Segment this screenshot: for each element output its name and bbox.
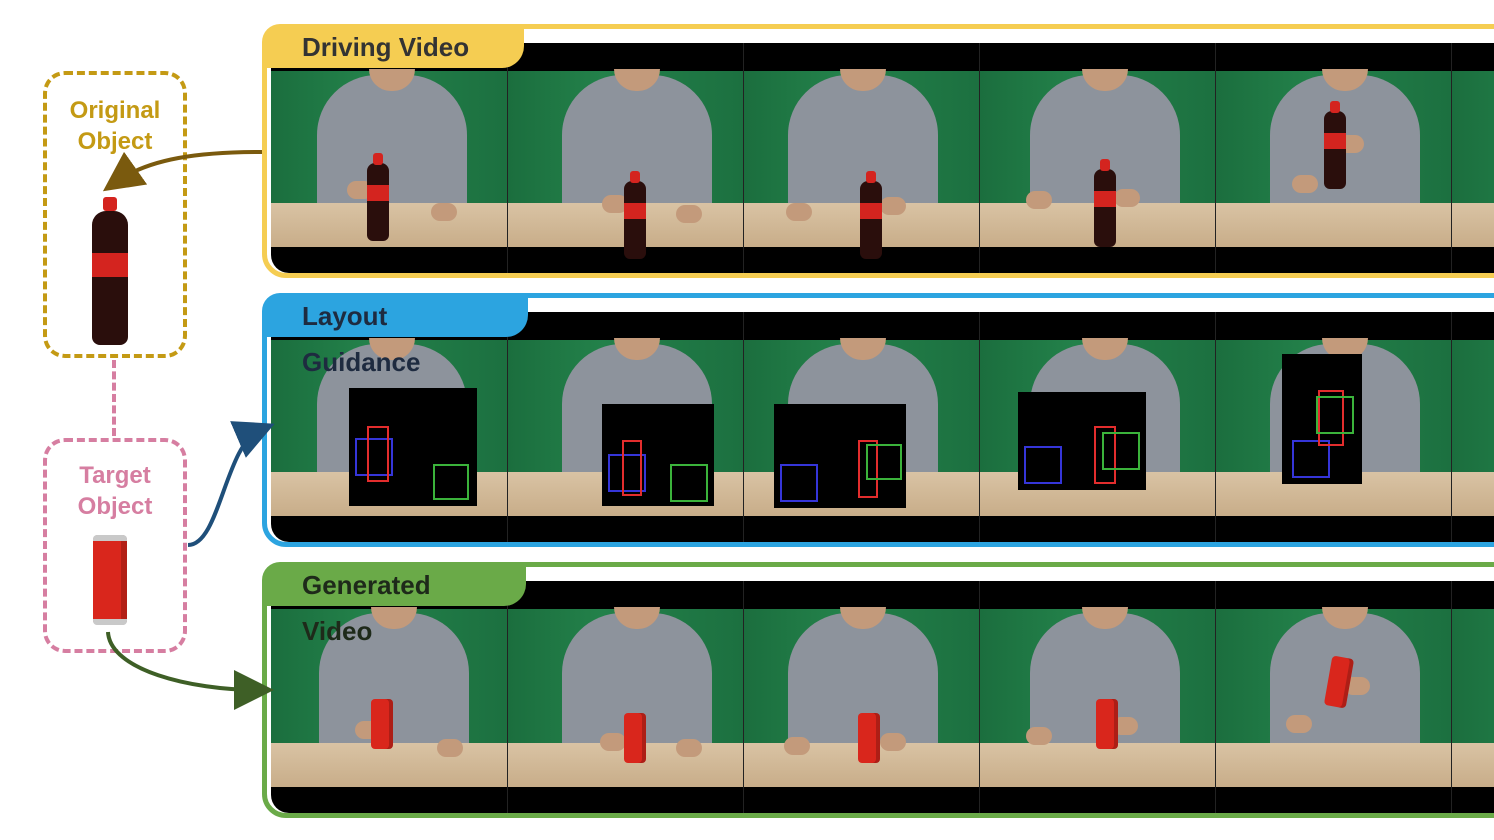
driving-frame-1 <box>271 43 507 273</box>
layout-guidance-panel: Layout Guidance <box>262 293 1494 547</box>
bbox-blue <box>608 454 646 492</box>
driving-frame-6 <box>1451 43 1494 273</box>
driving-frame-2 <box>507 43 744 273</box>
layout-mask <box>602 404 714 506</box>
driving-video-panel: Driving Video <box>262 24 1494 278</box>
layout-mask <box>774 404 906 508</box>
driving-video-strip <box>271 43 1494 273</box>
target-can-icon <box>93 535 127 625</box>
bbox-red <box>1318 390 1344 446</box>
bbox-green <box>670 464 708 502</box>
layout-guidance-strip <box>271 312 1494 542</box>
bbox-red <box>1094 426 1116 484</box>
original-bottle-icon <box>92 197 128 345</box>
generated-frame-6 <box>1451 581 1494 813</box>
layout-guidance-label: Layout Guidance <box>262 293 528 377</box>
bbox-blue <box>1292 440 1330 478</box>
layout-frame-1 <box>271 312 507 542</box>
layout-frame-6 <box>1451 312 1494 542</box>
layout-mask <box>1282 354 1362 484</box>
bbox-green <box>1316 396 1354 434</box>
generated-frame-1 <box>271 581 507 813</box>
arrow-icon <box>187 421 275 547</box>
generated-frame-5 <box>1215 581 1452 813</box>
driving-frame-4 <box>979 43 1216 273</box>
original-object-label-line1: Original <box>69 97 161 124</box>
generated-video-panel: Generated Video <box>262 562 1494 818</box>
generated-video-strip <box>271 581 1494 813</box>
generated-frame-4 <box>979 581 1216 813</box>
driving-frame-5 <box>1215 43 1452 273</box>
original-object-box: Original Object <box>43 71 187 358</box>
generated-video-label: Generated Video <box>262 562 526 646</box>
object-link-dashed-line <box>112 360 116 436</box>
driving-video-label: Driving Video <box>262 24 524 68</box>
layout-frame-2 <box>507 312 744 542</box>
bbox-green <box>1102 432 1140 470</box>
driving-frame-3 <box>743 43 980 273</box>
bbox-blue <box>355 438 393 476</box>
target-object-label-line2: Object <box>77 493 153 520</box>
bbox-red <box>858 440 878 498</box>
generated-frame-3 <box>743 581 980 813</box>
original-object-label: Original Object <box>47 95 183 157</box>
target-object-label: Target Object <box>47 460 183 522</box>
bbox-green <box>866 444 902 480</box>
layout-frame-4 <box>979 312 1216 542</box>
layout-mask <box>349 388 477 506</box>
layout-frame-3 <box>743 312 980 542</box>
bbox-green <box>433 464 469 500</box>
bbox-red <box>622 440 642 496</box>
bbox-blue <box>1024 446 1062 484</box>
bbox-blue <box>780 464 818 502</box>
target-object-label-line1: Target <box>79 462 151 489</box>
layout-mask <box>1018 392 1146 490</box>
arrow-icon <box>106 631 274 710</box>
layout-frame-5 <box>1215 312 1452 542</box>
arrow-icon <box>102 150 263 192</box>
original-object-label-line2: Object <box>77 128 153 155</box>
generated-frame-2 <box>507 581 744 813</box>
bbox-red <box>367 426 389 482</box>
